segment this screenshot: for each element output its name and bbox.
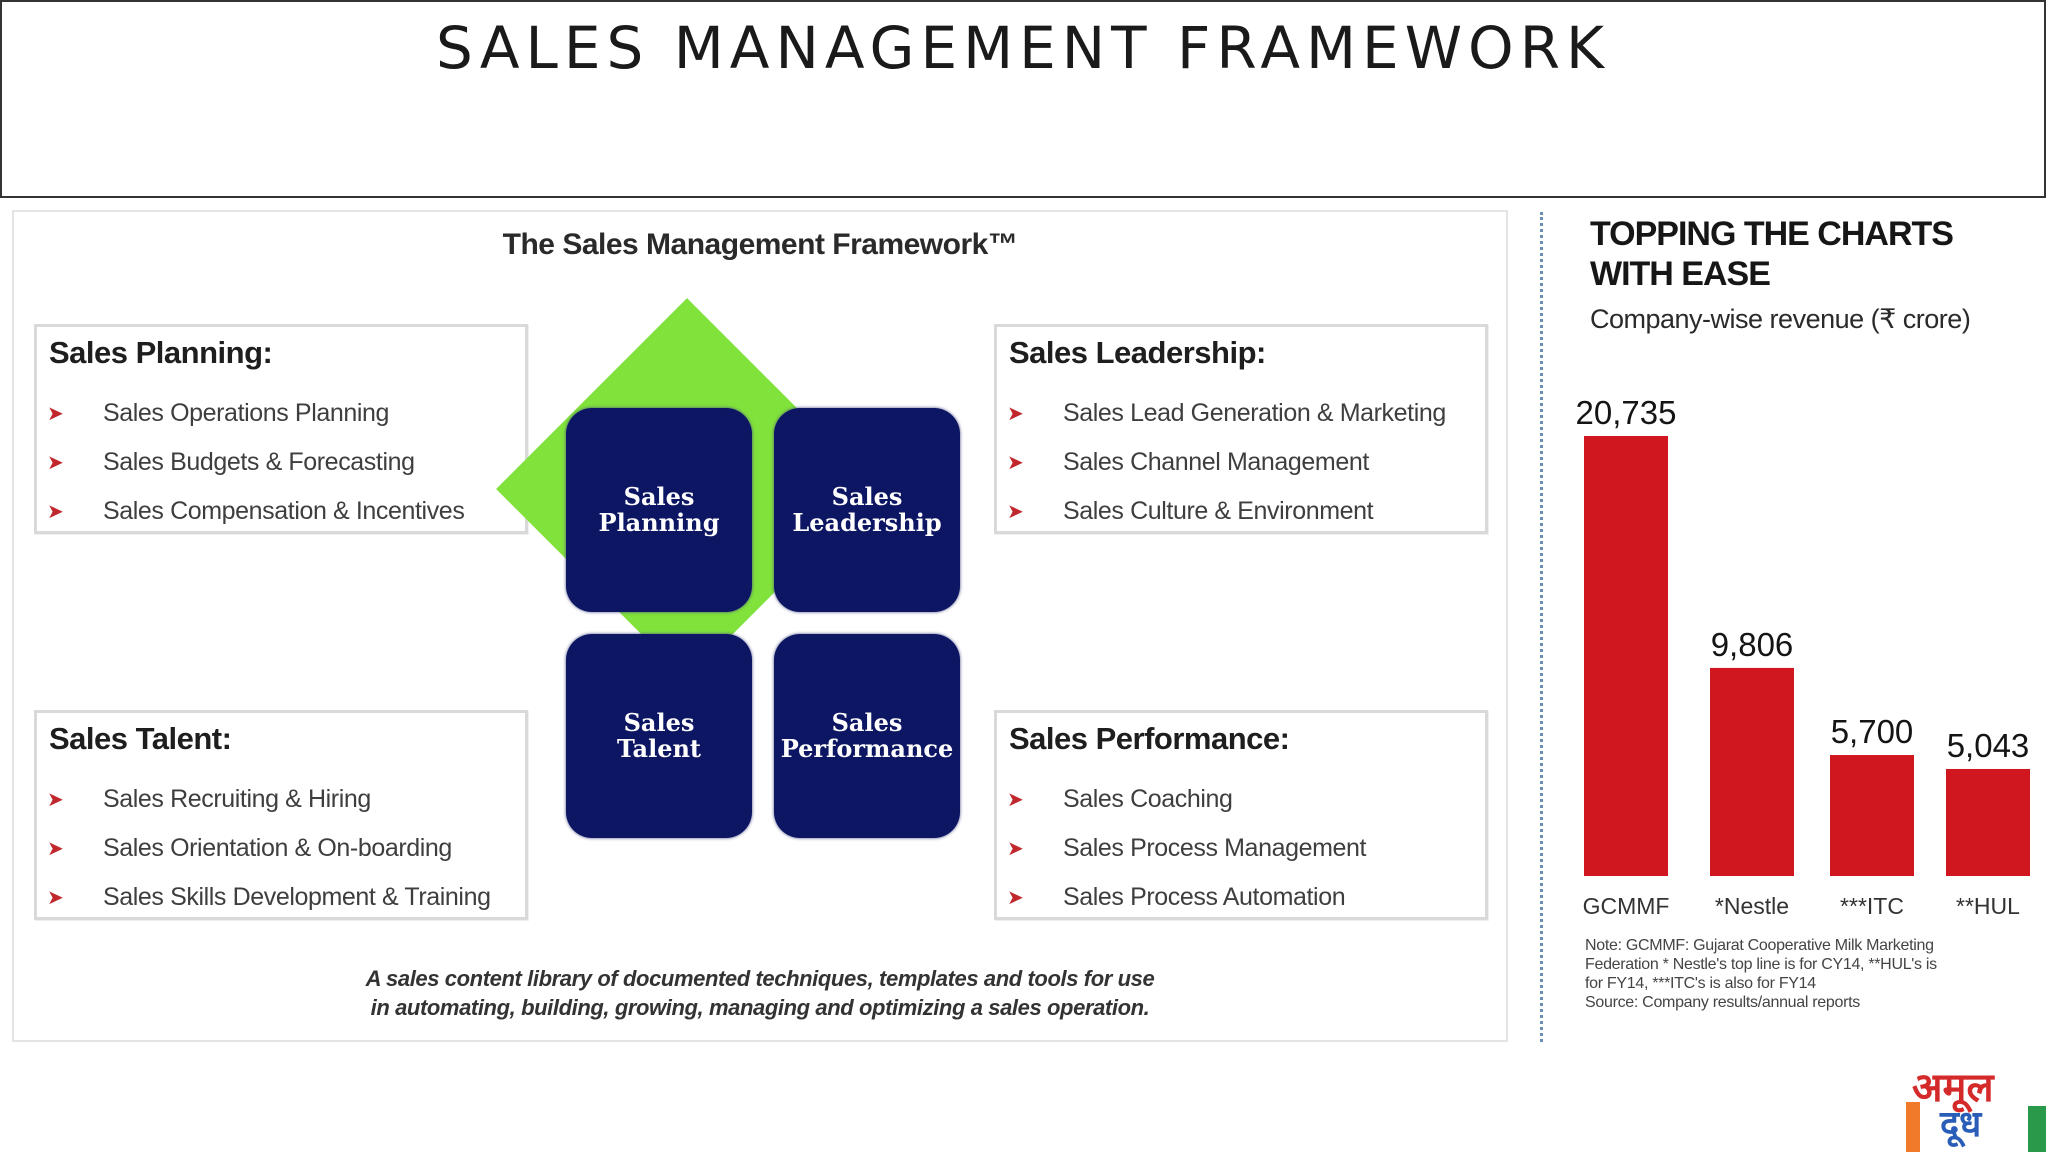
bar-value-label: 9,806 bbox=[1711, 626, 1794, 663]
bullet-icon: ➤ bbox=[1007, 452, 1024, 474]
bullet-icon: ➤ bbox=[1007, 403, 1024, 425]
bullet-icon: ➤ bbox=[47, 403, 64, 425]
list-item: ➤Sales Channel Management bbox=[1007, 448, 1369, 476]
chart-note: Note: GCMMF: Gujarat Cooperative Milk Ma… bbox=[1585, 937, 1937, 1011]
list-item: ➤Sales Process Management bbox=[1007, 834, 1367, 862]
chart-subtitle: Company-wise revenue (₹ crore) bbox=[1590, 304, 1971, 334]
bullet-icon: ➤ bbox=[47, 789, 64, 811]
amul-logo: अमूल दूध bbox=[1904, 1058, 2048, 1152]
category-label: **HUL bbox=[1956, 893, 2020, 919]
list-item: ➤Sales Orientation & On-boarding bbox=[47, 834, 452, 862]
bullet-icon: ➤ bbox=[1007, 887, 1024, 909]
bar-4 bbox=[1946, 768, 2030, 876]
bullet-icon: ➤ bbox=[47, 887, 64, 909]
revenue-chart: TOPPING THE CHARTS WITH EASE Company-wis… bbox=[1540, 210, 2048, 1050]
list-item: ➤Sales Culture & Environment bbox=[1007, 497, 1374, 525]
panel-heading: Sales Performance: bbox=[1009, 721, 1290, 756]
bar-3 bbox=[1830, 755, 1914, 876]
list-item: ➤Sales Operations Planning bbox=[47, 399, 390, 427]
dotted-divider bbox=[1540, 212, 1543, 1042]
bar-value-label: 5,043 bbox=[1947, 727, 2030, 764]
list-item: ➤Sales Recruiting & Hiring bbox=[47, 785, 371, 813]
category-label: GCMMF bbox=[1583, 893, 1670, 919]
bullet-icon: ➤ bbox=[1007, 789, 1024, 811]
list-item: ➤Sales Compensation & Incentives bbox=[47, 497, 465, 525]
panel-heading: Sales Talent: bbox=[49, 721, 232, 756]
bar-value-label: 20,735 bbox=[1576, 394, 1677, 431]
category-label: ***ITC bbox=[1840, 893, 1904, 919]
chart-title: TOPPING THE CHARTS WITH EASE bbox=[1590, 215, 1954, 293]
bullet-icon: ➤ bbox=[47, 501, 64, 523]
bar-2 bbox=[1710, 667, 1794, 876]
panel-sales-performance: Sales Performance: ➤Sales Coaching ➤Sale… bbox=[994, 710, 1488, 920]
bullet-icon: ➤ bbox=[1007, 838, 1024, 860]
list-item: ➤Sales Process Automation bbox=[1007, 883, 1346, 911]
bullet-icon: ➤ bbox=[47, 838, 64, 860]
panel-sales-talent: Sales Talent: ➤Sales Recruiting & Hiring… bbox=[34, 710, 528, 920]
panel-sales-planning: Sales Planning: ➤Sales Operations Planni… bbox=[34, 324, 528, 534]
slide-title: SALES MANAGEMENT FRAMEWORK bbox=[435, 14, 1611, 82]
panel-heading: Sales Planning: bbox=[49, 335, 273, 370]
list-item: ➤Sales Skills Development & Training bbox=[47, 883, 491, 911]
panel-sales-leadership: Sales Leadership: ➤Sales Lead Generation… bbox=[994, 324, 1488, 534]
bar-1 bbox=[1584, 436, 1668, 876]
framework-image: The Sales Management Framework™ Sales Pl… bbox=[12, 210, 1508, 1042]
panel-heading: Sales Leadership: bbox=[1009, 335, 1266, 370]
category-label: *Nestle bbox=[1715, 893, 1789, 919]
framework-title: The Sales Management Framework™ bbox=[502, 228, 1018, 261]
list-item: ➤Sales Lead Generation & Marketing bbox=[1007, 399, 1446, 427]
list-item: ➤Sales Budgets & Forecasting bbox=[47, 448, 415, 476]
bullet-icon: ➤ bbox=[1007, 501, 1024, 523]
bullet-icon: ➤ bbox=[47, 452, 64, 474]
bar-value-label: 5,700 bbox=[1831, 713, 1914, 750]
slide-title-box: SALES MANAGEMENT FRAMEWORK bbox=[0, 0, 2046, 198]
list-item: ➤Sales Coaching bbox=[1007, 785, 1233, 813]
framework-footer: A sales content library of documented te… bbox=[365, 966, 1155, 1020]
